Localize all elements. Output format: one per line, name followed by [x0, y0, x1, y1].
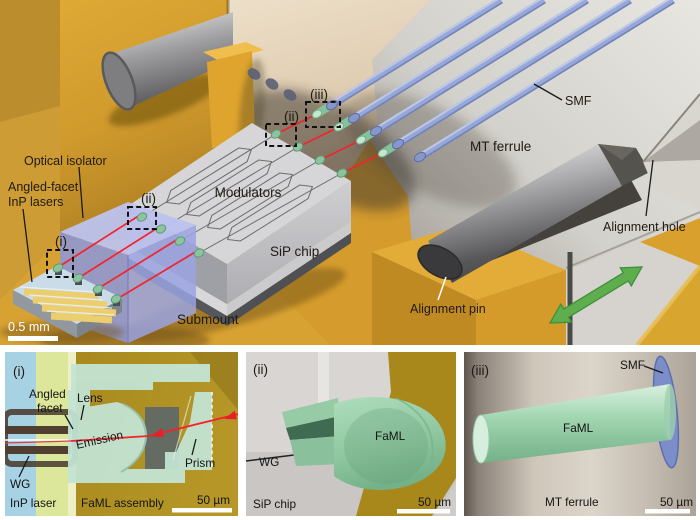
faml-cylinder	[472, 384, 676, 464]
callout-label-iii: (iii)	[310, 87, 328, 102]
floating-gray-slab	[566, 218, 700, 345]
laser-gold-pads	[23, 288, 117, 324]
callout-label-ii-left: (ii)	[141, 191, 156, 206]
leader-wg	[18, 455, 30, 478]
scale-bar-panel-iii: 50 µm	[645, 495, 693, 514]
label-prism: Prism	[185, 456, 215, 470]
smf-fiber-array	[330, 0, 675, 161]
chip-output-beams	[275, 113, 384, 174]
label-faml: FaML	[563, 421, 594, 435]
label-mt-ferrule: MT ferrule	[545, 495, 599, 509]
scale-bar-rect	[397, 509, 450, 514]
label-sip-chip: SiP chip	[253, 497, 297, 511]
faml-lenses-laser	[52, 263, 122, 306]
callout-label-ii-top: (ii)	[284, 109, 299, 124]
label-angled-facet: Angled-facet	[8, 180, 79, 194]
leader-optical-isolator	[78, 166, 84, 219]
label-mt-ferrule: MT ferrule	[470, 139, 531, 154]
label-smf: SMF	[565, 94, 592, 108]
faml-lenses-chip-input	[136, 212, 205, 258]
inp-laser-chip	[0, 266, 124, 343]
shadow	[244, 89, 416, 211]
label-faml-assembly: FaML assembly	[81, 496, 164, 510]
label-optical-isolator: Optical isolator	[24, 154, 107, 168]
main-scene: Optical isolator Angled-facet InP lasers…	[0, 0, 700, 345]
alignment-pin	[417, 144, 650, 283]
panel-i-tag: (i)	[13, 364, 25, 379]
leader-inp-lasers	[22, 208, 33, 283]
scale-bar-text: 50 µm	[660, 495, 693, 509]
surface-stripe	[318, 352, 329, 424]
smf-fiber	[330, 0, 503, 109]
label-angled: Angled	[29, 387, 66, 401]
label-faml: FaML	[375, 429, 406, 443]
smf-fiber	[352, 0, 546, 122]
label-wg: WG	[259, 455, 279, 469]
callout-label-i: (i)	[55, 234, 67, 249]
smf-fiber	[418, 0, 675, 161]
leader-smf	[643, 365, 664, 374]
ferrule-holes	[247, 68, 297, 101]
callout-box-iii	[305, 101, 341, 128]
label-modulators: Modulators	[215, 185, 282, 200]
panel-ii-tag: (ii)	[253, 362, 268, 377]
label-smf: SMF	[620, 358, 645, 372]
panel-ii: (ii) WG FaML SiP chip 50 µm	[246, 352, 456, 516]
scale-bar-text: 50 µm	[418, 495, 451, 509]
leader-facet	[64, 414, 74, 430]
leader-prism	[191, 438, 197, 456]
smf-fiber	[396, 0, 632, 148]
label-wg: WG	[10, 477, 30, 491]
callout-box-i	[46, 249, 74, 278]
scale-bar-panel-i: 50 µm	[172, 493, 232, 513]
scale-bar-text: 50 µm	[197, 493, 230, 507]
laser-stripes	[19, 286, 115, 316]
modulator-waveguides	[141, 133, 343, 254]
scale-bar-text: 0.5 mm	[8, 320, 50, 334]
panel-i: (i) Angled facet Lens Emission Prism WG …	[5, 352, 238, 516]
scale-bar-rect	[645, 509, 690, 514]
wg-line	[246, 453, 303, 462]
alignment-pin-left	[101, 12, 233, 127]
panel-iii-tag: (iii)	[471, 363, 489, 378]
label-inp-laser: InP laser	[10, 496, 56, 510]
prism-shape	[168, 392, 212, 470]
label-sip-chip: SiP chip	[270, 244, 319, 259]
gray-corner	[434, 484, 456, 516]
callout-box-ii-top	[265, 123, 297, 147]
leader-alignment-pin	[437, 276, 447, 301]
green-double-arrow	[548, 266, 644, 324]
label-submount: Submount	[177, 312, 239, 327]
label-facet: facet	[37, 401, 63, 415]
scale-bar-rect	[8, 336, 58, 341]
leader-smf	[533, 83, 563, 101]
scale-bar-rect	[172, 508, 232, 513]
label-alignment-pin: Alignment pin	[410, 302, 486, 316]
alignment-hole	[565, 92, 700, 269]
faml-lens-large	[282, 397, 446, 490]
scale-bar-main: 0.5 mm	[8, 320, 58, 341]
emission-beam	[5, 410, 238, 444]
smf-fiber	[374, 0, 589, 135]
leader-alignment-hole	[645, 159, 654, 217]
panel-iii: (iii) SMF FaML MT ferrule 50 µm	[464, 352, 696, 516]
leader-lens	[80, 404, 85, 421]
label-inp-lasers: InP lasers	[8, 195, 63, 209]
scale-bar-panel-ii: 50 µm	[397, 495, 451, 514]
label-lens: Lens	[77, 391, 103, 405]
label-alignment-hole: Alignment hole	[603, 220, 686, 234]
